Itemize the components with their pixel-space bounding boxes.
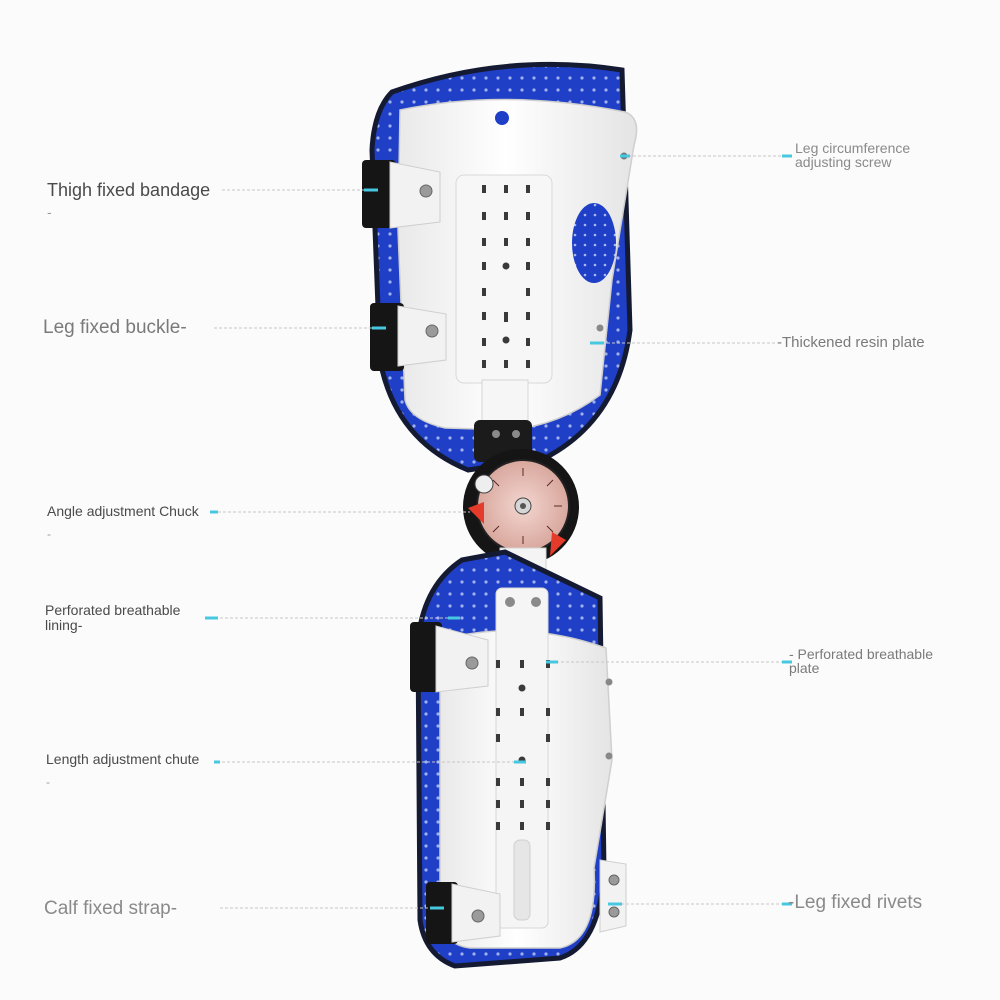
- label-length-adjustment-chute: Length adjustment chute: [46, 751, 200, 767]
- label-thickened-resin-plate: -Thickened resin plate: [777, 334, 925, 351]
- label-length-adjustment-chute-dash: -: [46, 775, 50, 789]
- label-thigh-fixed-bandage-dash: -: [47, 204, 52, 220]
- leader-lines: [214, 155, 788, 909]
- thigh-shell: [362, 61, 638, 473]
- label-perforated-breathable-plate: - Perforated breathable plate: [789, 646, 933, 676]
- label-thigh-fixed-bandage: Thigh fixed bandage: [47, 180, 211, 200]
- knee-brace-icon: [362, 61, 638, 969]
- cyan-dash-marker: [205, 154, 792, 910]
- label-angle-adjustment-chuck-dash: -: [47, 527, 51, 541]
- calf-fixed-strap: [426, 882, 501, 944]
- thigh-adjust-rail: [455, 174, 553, 384]
- label-leg-circumference-adjusting-screw: Leg circumference adjusting screw: [795, 140, 911, 170]
- resin-plate-screw: [596, 324, 604, 332]
- thigh-rail-slots: [482, 185, 530, 368]
- thigh-top-hole: [495, 111, 509, 125]
- length-adjustment-chute: [513, 839, 531, 921]
- label-calf-fixed-strap: Calf fixed strap-: [44, 898, 178, 919]
- label-perforated-breathable-lining: Perforated breathable lining-: [45, 602, 181, 633]
- label-angle-adjustment-chuck: Angle adjustment Chuck: [47, 503, 199, 519]
- label-leg-fixed-buckle: Leg fixed buckle-: [43, 317, 187, 338]
- thigh-bandage-strap: [362, 160, 441, 229]
- label-leg-fixed-rivets: -Leg fixed rivets: [788, 892, 923, 913]
- leg-fixed-rivets: [599, 859, 627, 933]
- leg-buckle: [370, 303, 447, 371]
- thigh-side-window: [572, 203, 616, 283]
- calf-upper-strap: [410, 622, 489, 693]
- calf-shell: [410, 549, 627, 969]
